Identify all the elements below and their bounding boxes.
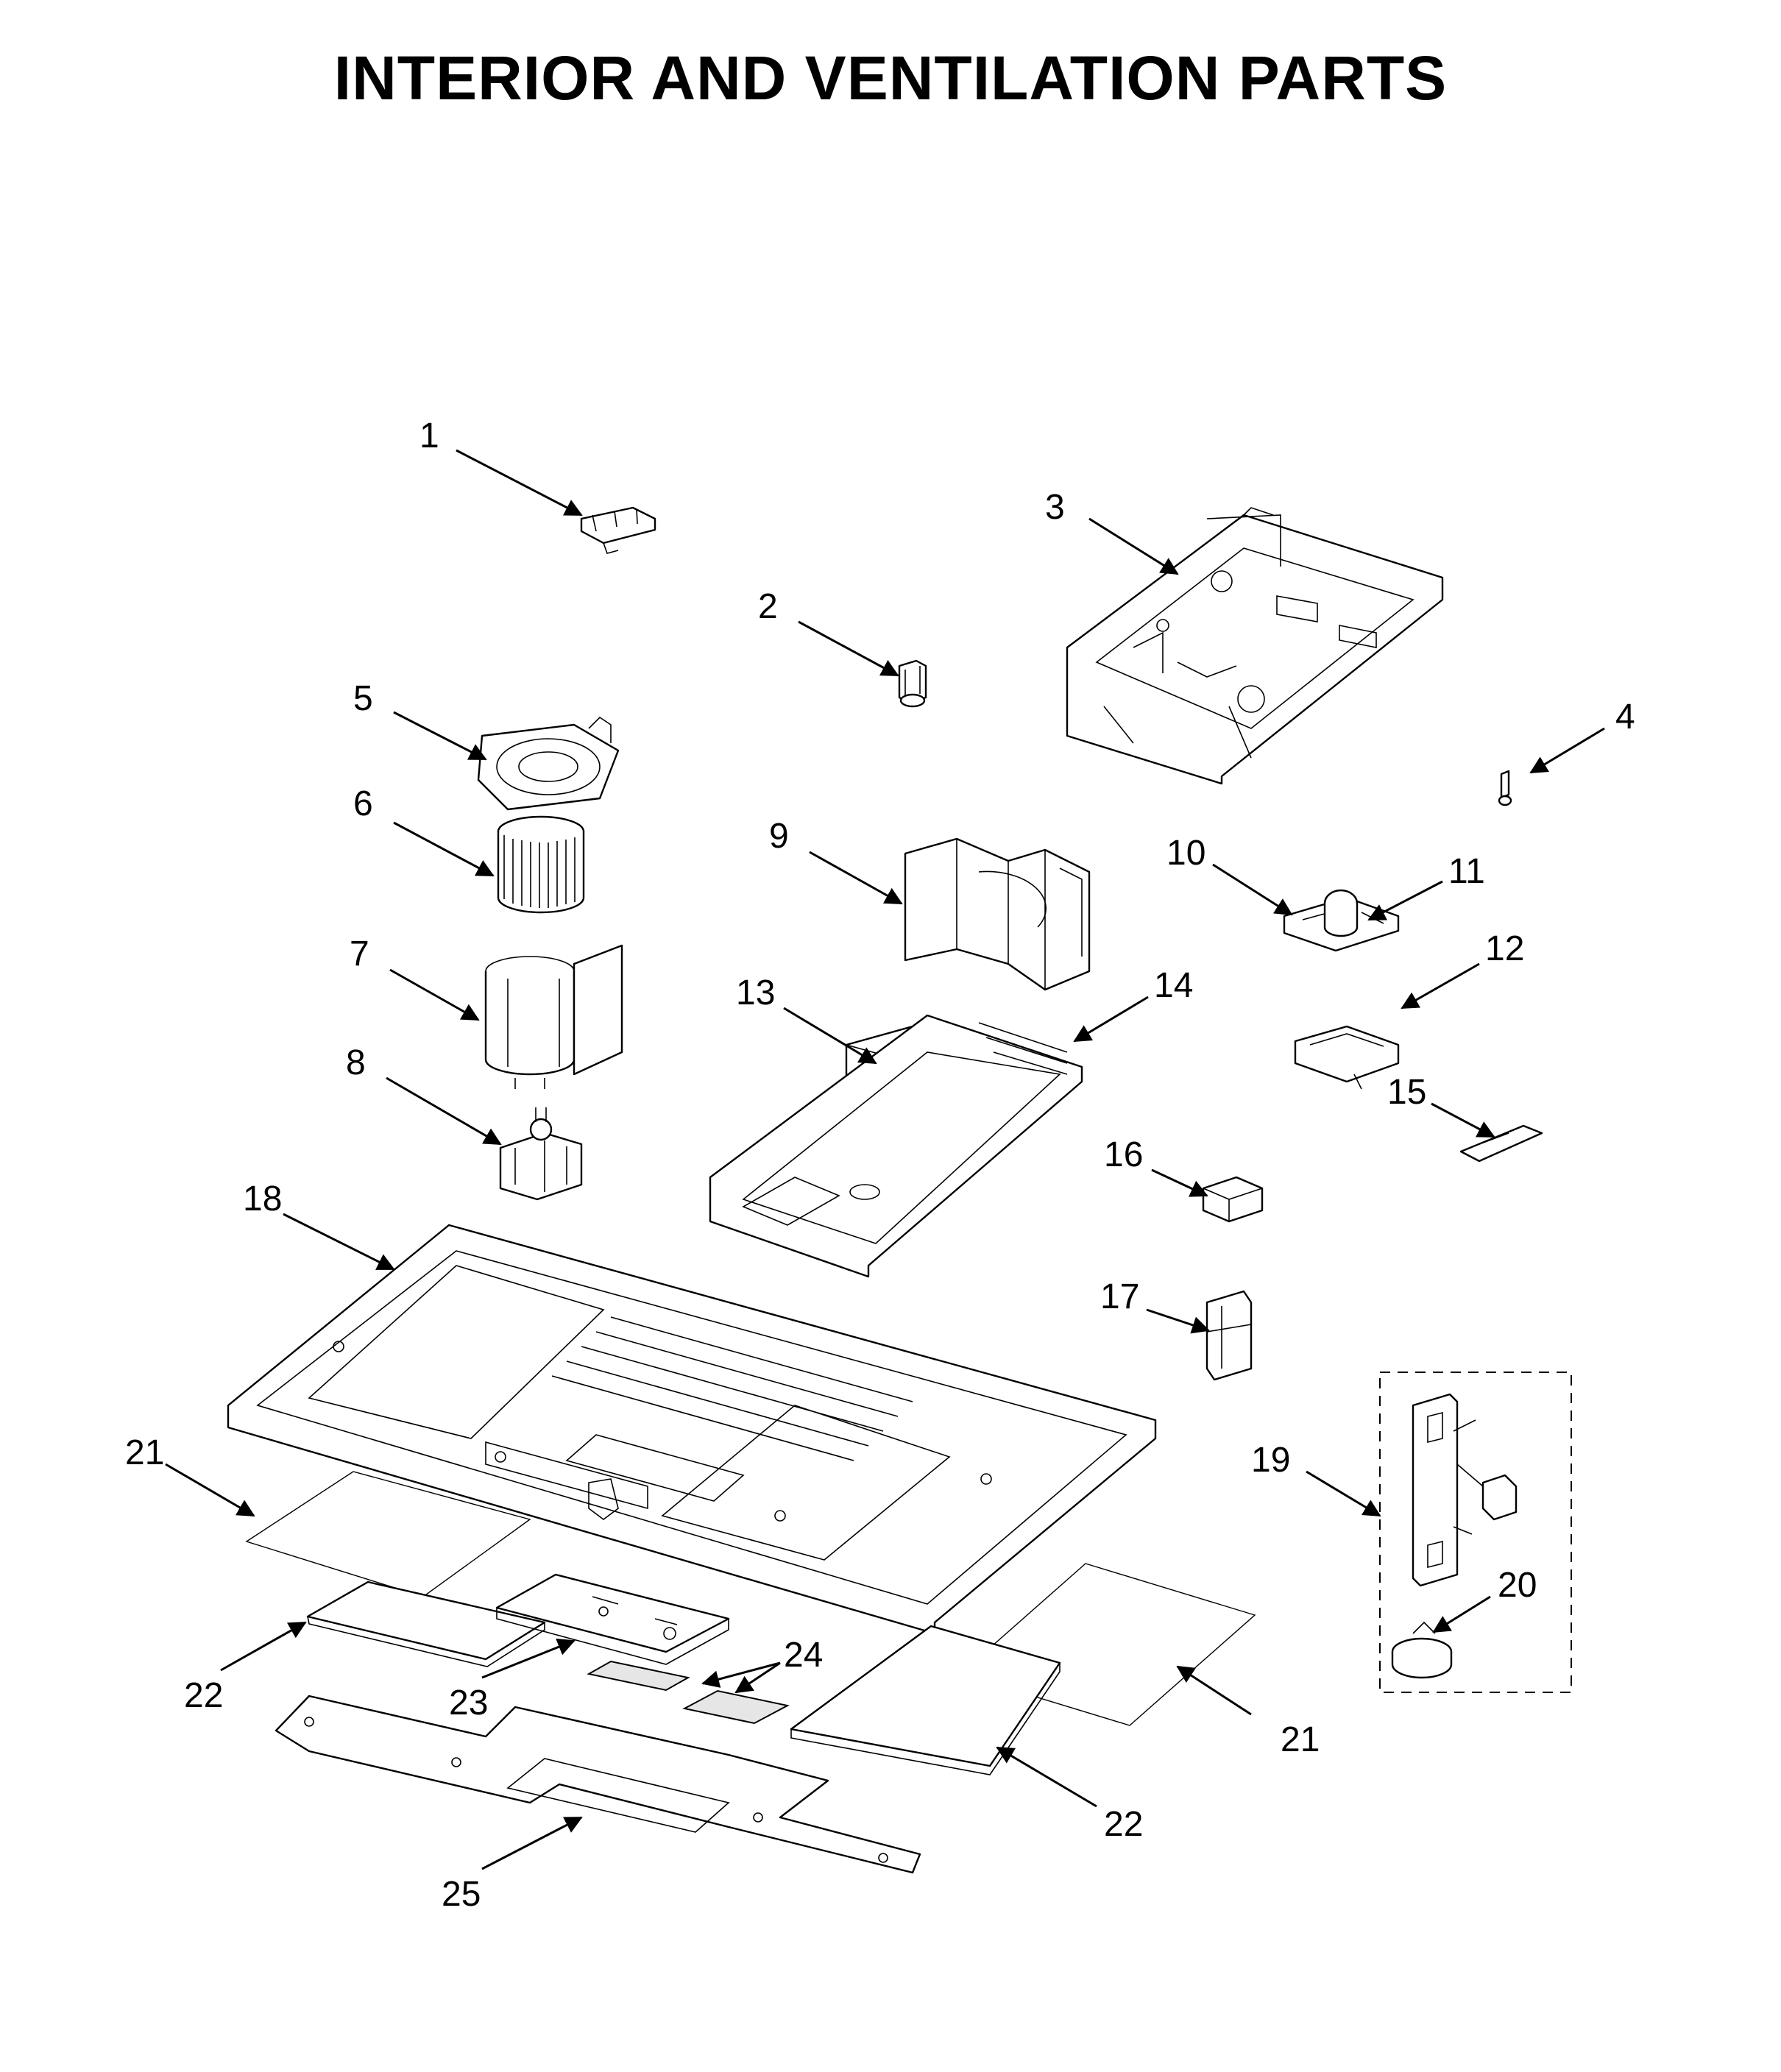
part-21-left-sheet <box>245 1471 531 1597</box>
part-14-base-plate <box>709 1014 1083 1278</box>
callout-22-left: 22 <box>184 1676 223 1715</box>
part-19-switch-assembly <box>1379 1372 1572 1693</box>
callout-2: 2 <box>758 587 778 626</box>
callout-13: 13 <box>736 973 775 1012</box>
callout-25: 25 <box>442 1875 481 1914</box>
part-18-cavity-panel <box>227 1224 1157 1635</box>
callout-21-right: 21 <box>1281 1720 1320 1759</box>
callout-4: 4 <box>1615 698 1635 737</box>
part-24-filters <box>587 1660 790 1725</box>
part-22-right-panel <box>790 1625 1061 1775</box>
part-12-bracket-plate <box>1294 1025 1400 1090</box>
callout-9: 9 <box>769 817 789 856</box>
part-11-capacitor <box>1323 889 1359 937</box>
part-15-cover <box>1459 1124 1543 1163</box>
part-25-grille-frame <box>275 1695 921 1874</box>
leader-lines <box>165 449 1605 1870</box>
callout-24: 24 <box>784 1636 823 1675</box>
part-23-grille-plate <box>495 1573 730 1665</box>
callout-12: 12 <box>1485 929 1524 968</box>
callout-15: 15 <box>1387 1073 1426 1112</box>
part-5-blower-plate <box>477 716 620 811</box>
part-17-bracket <box>1205 1290 1253 1381</box>
callout-20: 20 <box>1498 1566 1537 1605</box>
callout-labels: 1 2 3 4 5 6 7 8 9 10 11 12 13 14 15 16 1… <box>125 416 1635 1914</box>
callout-7: 7 <box>350 934 369 973</box>
part-20-motor <box>1391 1621 1453 1679</box>
part-16-switch <box>1202 1176 1264 1223</box>
callout-21-left: 21 <box>125 1433 164 1472</box>
callout-18: 18 <box>243 1179 282 1218</box>
callout-22-right: 22 <box>1104 1805 1143 1844</box>
callout-19: 19 <box>1251 1441 1290 1480</box>
callout-6: 6 <box>353 784 373 823</box>
part-9-air-duct <box>904 837 1091 991</box>
part-2-connector <box>898 659 927 708</box>
callout-16: 16 <box>1104 1135 1143 1174</box>
callout-11: 11 <box>1448 852 1485 891</box>
part-3-mounting-plate <box>1066 507 1444 785</box>
callout-1: 1 <box>419 416 439 455</box>
part-1-bracket <box>580 506 656 554</box>
callout-8: 8 <box>346 1043 366 1082</box>
callout-5: 5 <box>353 679 373 718</box>
callout-17: 17 <box>1100 1277 1139 1316</box>
callout-14: 14 <box>1154 966 1193 1005</box>
part-22-left-panel <box>306 1580 546 1667</box>
callout-3: 3 <box>1045 488 1065 527</box>
part-6-blower-wheel <box>497 815 585 914</box>
callout-10: 10 <box>1166 834 1205 873</box>
part-7-blower-housing <box>484 944 623 1089</box>
part-4-pin <box>1498 770 1512 806</box>
part-8-fan-motor <box>499 1107 583 1201</box>
page-title: INTERIOR AND VENTILATION PARTS <box>333 43 1448 113</box>
callout-23: 23 <box>449 1684 488 1722</box>
